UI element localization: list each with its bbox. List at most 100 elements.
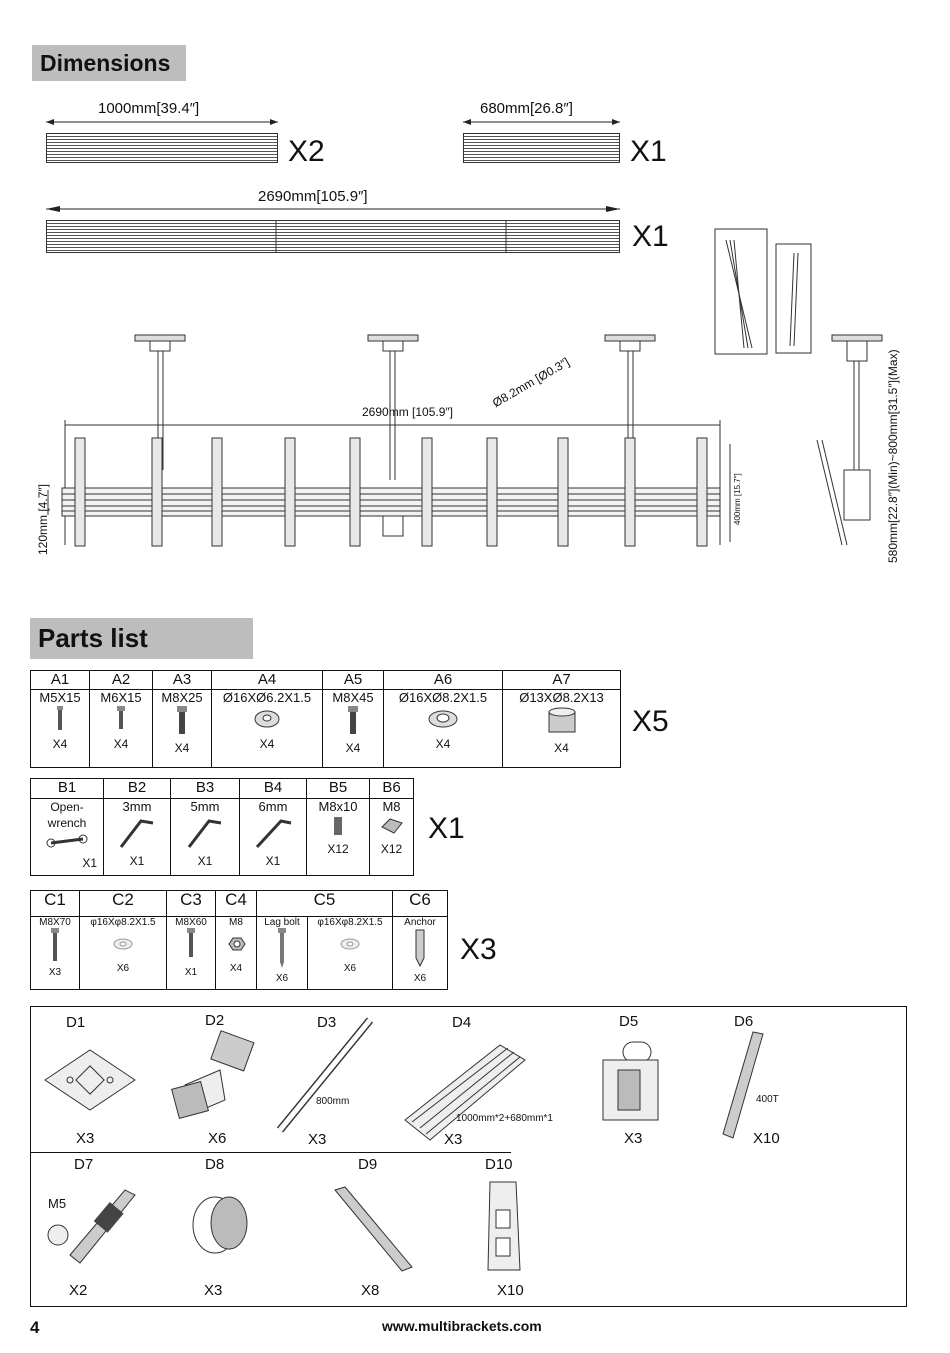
part-code: C6: [392, 890, 448, 917]
part-spec: Open-wrench: [47, 800, 87, 830]
tilt-bracket-drawing: [602, 1041, 659, 1121]
page-number: 4: [30, 1318, 40, 1337]
d3-note: 800mm: [316, 1096, 350, 1107]
part-count: X3: [204, 1282, 223, 1299]
part-count: X1: [82, 856, 97, 870]
part-spec: M8X70: [39, 917, 71, 928]
rail-2690-drawing: [46, 220, 620, 253]
part-spec: Lag bolt: [264, 917, 300, 928]
set-screw-icon: [334, 817, 342, 835]
part-spec: M8X25: [161, 690, 203, 705]
part-code: D10: [485, 1156, 513, 1173]
washer-icon: [428, 710, 458, 728]
part-spec: M8X45: [332, 690, 374, 705]
part-count: X12: [380, 842, 403, 856]
part-code: C1: [30, 890, 80, 917]
rail-2690-dim-line: [46, 206, 620, 212]
part-count: X3: [48, 967, 62, 978]
part-count: X6: [413, 973, 427, 984]
part-count: X1: [265, 854, 281, 868]
part-count: X3: [76, 1130, 95, 1147]
part-code: C2: [79, 890, 167, 917]
bolt-icon: [51, 928, 59, 961]
d7-note: M5: [48, 1196, 67, 1211]
rail-profile-drawing: [404, 1044, 526, 1141]
part-code: A1: [30, 670, 90, 690]
safety-lock-drawing: [47, 1189, 136, 1264]
group-c-qty: X3: [460, 933, 497, 966]
part-count: X6: [343, 963, 357, 974]
hex-key-icon: [119, 819, 154, 848]
part-count: X3: [624, 1130, 643, 1147]
part-count: X8: [361, 1282, 380, 1299]
rail-680-label: 680mm[26.8″]: [480, 100, 573, 117]
part-code: B5: [306, 778, 370, 799]
part-spec: M8: [382, 799, 401, 814]
part-code: B1: [30, 778, 104, 799]
part-count: X6: [275, 973, 289, 984]
part-count: X12: [327, 842, 349, 856]
washer-icon: [340, 938, 360, 950]
bolt-icon: [187, 928, 195, 957]
part-count: X4: [229, 963, 243, 974]
part-code: D9: [358, 1156, 378, 1173]
part-count: X4: [554, 741, 569, 755]
part-spec: M8: [229, 917, 243, 928]
part-code: D2: [205, 1012, 225, 1029]
washer-icon: [254, 710, 280, 728]
vertical-bracket-drawing: [722, 1031, 764, 1139]
pole-clamp-drawing: [171, 1030, 255, 1119]
part-code: A7: [502, 670, 621, 690]
part-count: X4: [435, 737, 451, 751]
spacer-bar-drawing: [334, 1186, 413, 1272]
rail-2690-qty: X1: [632, 220, 669, 253]
lag-bolt-icon: [278, 928, 286, 968]
part-code: A2: [89, 670, 153, 690]
part-code: B3: [170, 778, 240, 799]
part-code: C3: [166, 890, 216, 917]
part-code: D8: [205, 1156, 225, 1173]
part-spec: 6mm: [258, 799, 288, 814]
nut-icon: [228, 937, 246, 951]
rail-680-dim-line: [463, 119, 620, 125]
hex-key-icon: [255, 819, 292, 849]
part-count: X10: [497, 1282, 524, 1299]
part-count: X4: [52, 737, 68, 751]
rail-1000-label: 1000mm[39.4″]: [98, 100, 200, 117]
dimensions-heading: Dimensions: [32, 45, 186, 81]
rail-2690-joints: [275, 220, 507, 253]
part-code: A6: [383, 670, 503, 690]
part-count: X3: [444, 1131, 463, 1148]
screw-icon: [117, 706, 125, 729]
part-spec: M5X15: [39, 690, 81, 705]
group-b-qty: X1: [428, 812, 465, 845]
part-spec: 5mm: [190, 799, 220, 814]
right-height-label: 400mm [15.7″]: [733, 473, 742, 525]
footer-url[interactable]: www.multibrackets.com: [382, 1318, 542, 1334]
rail-1000-dim-line: [46, 119, 278, 125]
rail-1000-qty: X2: [288, 135, 325, 168]
part-count: X6: [208, 1130, 227, 1147]
part-spec: φ16Xφ8.2X1.5: [90, 917, 156, 928]
part-code: D4: [452, 1014, 472, 1031]
part-count: X3: [308, 1131, 327, 1148]
wrench-icon: [46, 834, 88, 848]
part-spec: Ø16XØ8.2X1.5: [398, 690, 488, 705]
part-count: X10: [753, 1130, 780, 1147]
part-count: X4: [174, 741, 190, 755]
screw-icon: [348, 706, 358, 734]
parts-heading: Parts list: [30, 618, 253, 659]
part-count: X6: [116, 963, 130, 974]
rail-680-drawing: [463, 133, 620, 163]
part-code: D3: [317, 1014, 337, 1031]
part-spec: M6X15: [100, 690, 142, 705]
nut-icon: [380, 818, 403, 834]
rail-1000-drawing: [46, 133, 278, 163]
washer-icon: [113, 938, 133, 950]
part-code: B6: [369, 778, 414, 799]
part-count: X4: [345, 741, 361, 755]
rail-2690-label: 2690mm[105.9″]: [258, 188, 368, 205]
